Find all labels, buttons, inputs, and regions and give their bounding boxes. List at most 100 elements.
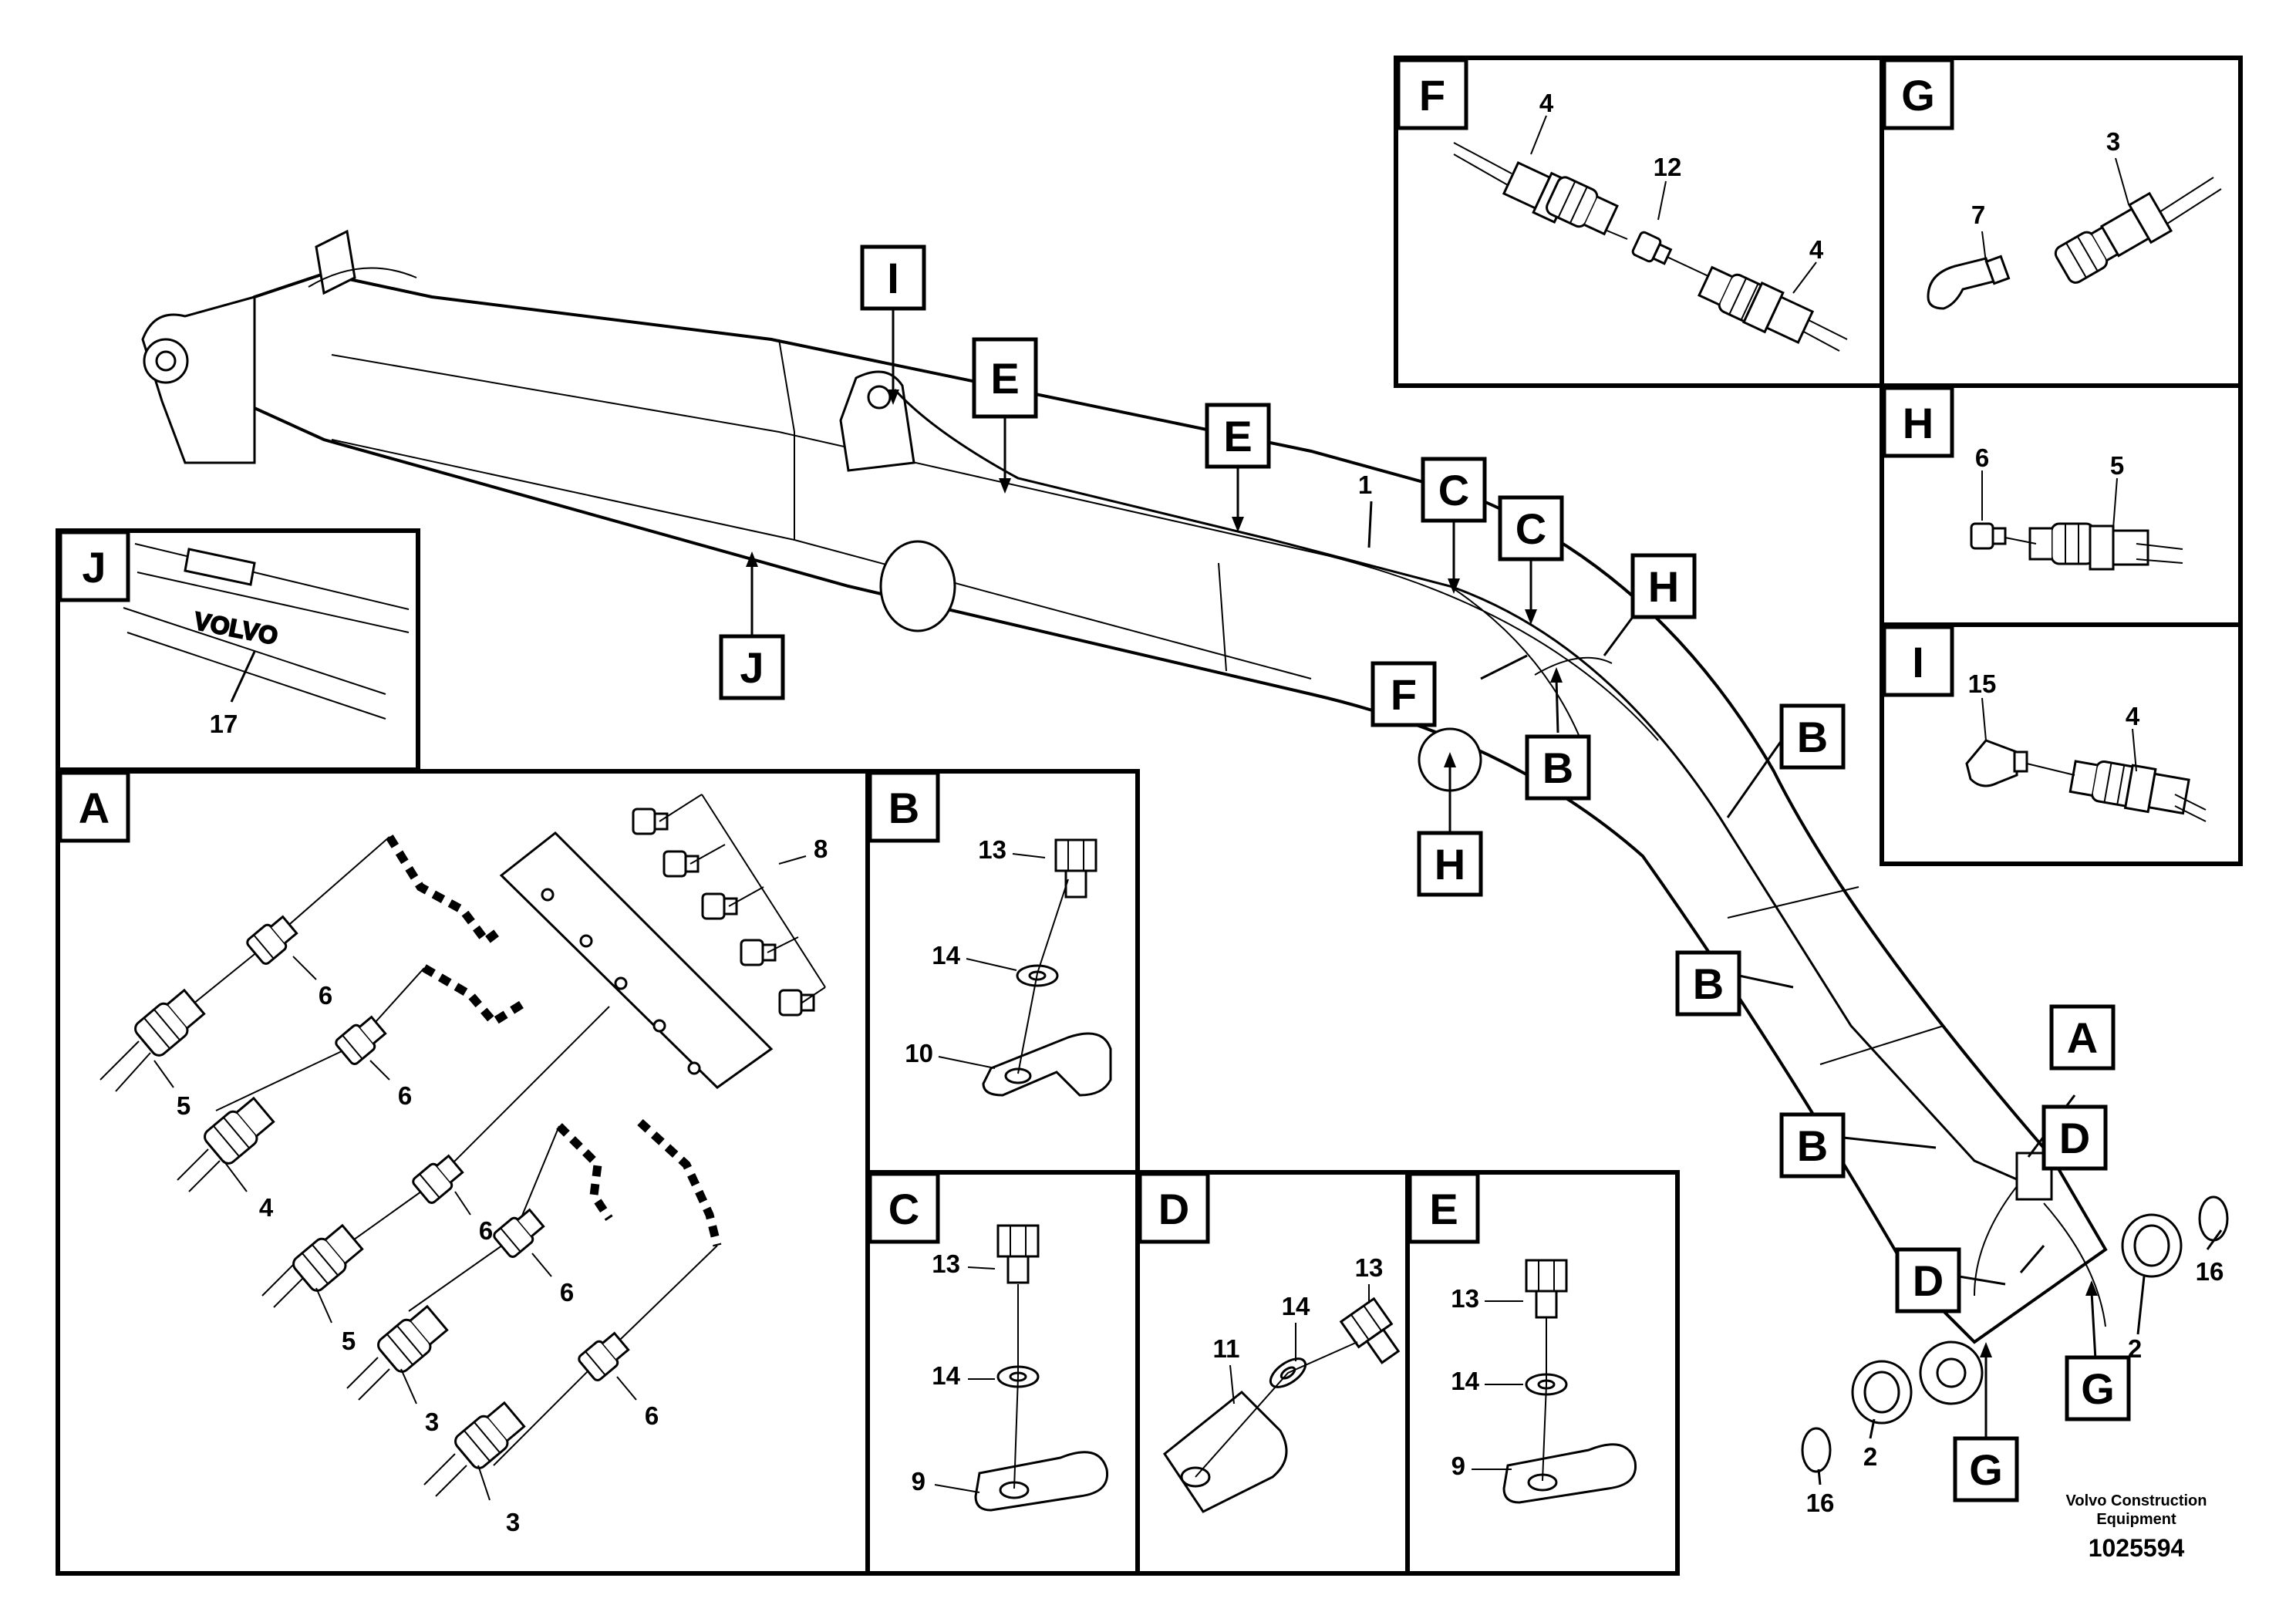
detail-panel-c: 13 14 9 C [865, 1170, 1140, 1576]
svg-text:11: 11 [1213, 1334, 1240, 1363]
svg-text:5: 5 [177, 1091, 190, 1120]
svg-text:6: 6 [479, 1216, 493, 1245]
svg-text:I: I [887, 254, 899, 302]
detail-panel-j: VOLVO 17 J [56, 528, 420, 772]
svg-text:16: 16 [1806, 1489, 1835, 1517]
svg-text:H: H [1648, 562, 1679, 611]
callout-b-3[interactable]: B [1675, 950, 1741, 1017]
panel-b-caption: B [868, 771, 940, 843]
svg-text:6: 6 [1975, 443, 1989, 472]
svg-text:13: 13 [1451, 1284, 1479, 1313]
svg-text:6: 6 [645, 1401, 659, 1430]
svg-text:2: 2 [1863, 1442, 1877, 1471]
svg-text:F: F [1391, 670, 1417, 719]
svg-text:A: A [79, 784, 110, 832]
svg-text:13: 13 [1355, 1253, 1384, 1282]
svg-text:H: H [1903, 399, 1934, 447]
svg-text:G: G [2081, 1364, 2115, 1413]
callout-e-1[interactable]: E [972, 337, 1038, 419]
panel-h-caption: H [1882, 386, 1954, 458]
svg-text:I: I [1912, 638, 1924, 686]
svg-text:6: 6 [560, 1278, 574, 1307]
callout-b-4[interactable]: B [1779, 1112, 1846, 1179]
callout-d-2[interactable]: D [1895, 1247, 1961, 1313]
detail-panel-f: 4 12 4 F [1394, 56, 1884, 388]
svg-text:6: 6 [319, 981, 332, 1010]
svg-text:D: D [2059, 1114, 2090, 1162]
callout-c-1[interactable]: C [1421, 457, 1487, 523]
svg-text:D: D [1913, 1256, 1944, 1305]
panel-i-caption: I [1882, 625, 1954, 697]
callout-h-2[interactable]: H [1417, 831, 1483, 897]
callout-f[interactable]: F [1371, 661, 1437, 727]
main-callout-boxes: I E E C C H F B H J B B B A D D G G [719, 244, 2131, 1502]
svg-text:15: 15 [1968, 669, 1997, 698]
svg-text:4: 4 [1539, 89, 1554, 117]
svg-text:5: 5 [2110, 451, 2124, 480]
detail-panel-g: 3 7 G [1880, 56, 2243, 388]
detail-panel-a: 6 5 6 4 6 5 6 3 6 3 8 A [56, 769, 870, 1576]
main-callout-leaders [746, 309, 2223, 1485]
callout-b-1[interactable]: B [1525, 734, 1591, 801]
svg-text:10: 10 [905, 1039, 933, 1067]
detail-panel-i: 15 4 I [1880, 622, 2243, 866]
svg-text:2: 2 [2128, 1334, 2142, 1363]
svg-text:B: B [1693, 959, 1724, 1008]
panel-a-caption: A [58, 771, 130, 843]
callout-a[interactable]: A [2049, 1004, 2116, 1071]
callout-j[interactable]: J [719, 634, 785, 700]
svg-text:3: 3 [425, 1408, 439, 1436]
svg-text:4: 4 [259, 1193, 274, 1222]
callout-d-1[interactable]: D [2041, 1104, 2108, 1171]
svg-text:B: B [1542, 744, 1573, 792]
drawing-footer: Volvo Construction Equipment 1025594 [2066, 1492, 2207, 1562]
callout-g-2[interactable]: G [1953, 1436, 2019, 1502]
boom-main-view [141, 229, 2229, 1473]
svg-text:E: E [1429, 1185, 1458, 1233]
svg-text:13: 13 [978, 835, 1006, 864]
svg-text:F: F [1419, 71, 1445, 120]
svg-text:7: 7 [1971, 201, 1985, 229]
svg-text:6: 6 [398, 1081, 412, 1110]
svg-text:A: A [2067, 1013, 2098, 1062]
panel-f-caption: F [1396, 58, 1468, 130]
svg-text:17: 17 [210, 710, 238, 738]
connector-block-icon [499, 831, 774, 1089]
svg-text:4: 4 [1809, 235, 1824, 264]
detail-panel-b: 13 14 10 B [865, 769, 1140, 1175]
callout-c-2[interactable]: C [1498, 495, 1564, 561]
panel-e-caption: E [1408, 1172, 1480, 1244]
svg-text:E: E [990, 354, 1019, 403]
svg-text:G: G [1901, 71, 1935, 120]
svg-text:G: G [1969, 1445, 2003, 1494]
svg-text:H: H [1435, 840, 1465, 889]
svg-text:9: 9 [912, 1467, 925, 1496]
svg-text:B: B [1797, 713, 1828, 761]
publisher-line-2: Equipment [2096, 1511, 2176, 1528]
svg-text:14: 14 [932, 1361, 960, 1390]
svg-text:E: E [1223, 412, 1252, 460]
publisher-line-1: Volvo Construction [2066, 1492, 2207, 1509]
svg-text:4: 4 [2126, 702, 2140, 730]
callout-h-1[interactable]: H [1630, 553, 1697, 619]
svg-text:B: B [1797, 1121, 1828, 1170]
panel-g-caption: G [1882, 58, 1954, 130]
callout-i[interactable]: I [860, 244, 926, 311]
svg-text:3: 3 [506, 1508, 520, 1536]
callout-b-2[interactable]: B [1779, 703, 1846, 770]
drawing-number: 1025594 [2089, 1534, 2185, 1562]
svg-text:3: 3 [2106, 127, 2120, 156]
svg-text:C: C [1515, 504, 1546, 553]
svg-text:J: J [82, 543, 106, 592]
svg-text:14: 14 [1282, 1292, 1310, 1320]
callout-g-1[interactable]: G [2065, 1355, 2131, 1421]
svg-text:5: 5 [342, 1327, 356, 1355]
svg-text:13: 13 [932, 1249, 960, 1278]
detail-panel-d: 13 14 11 D [1135, 1170, 1410, 1576]
svg-text:16: 16 [2196, 1257, 2224, 1286]
callout-e-2[interactable]: E [1205, 403, 1271, 469]
svg-text:9: 9 [1451, 1452, 1465, 1480]
detail-panel-e: 13 14 9 E [1405, 1170, 1680, 1576]
svg-text:C: C [1438, 466, 1469, 514]
svg-text:8: 8 [814, 835, 828, 863]
